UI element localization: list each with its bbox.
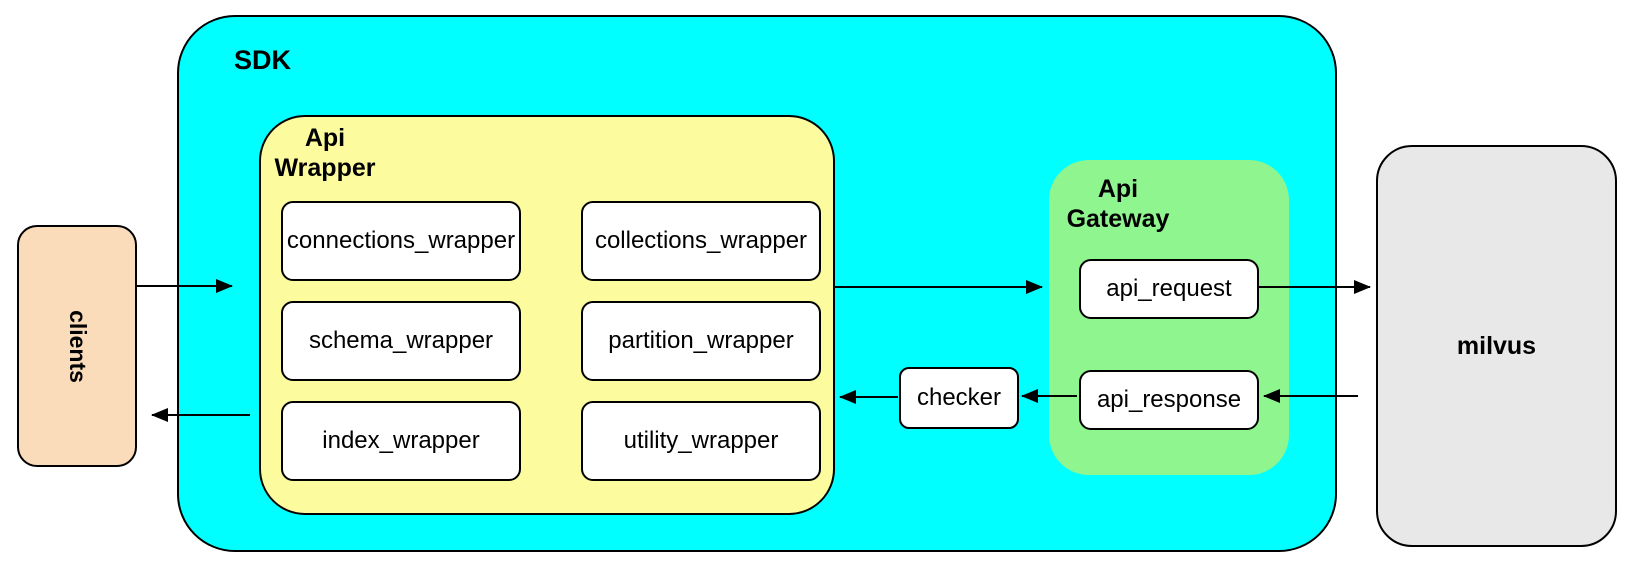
api-request-box: api_request <box>1079 259 1259 319</box>
module-label: connections_wrapper <box>286 227 516 254</box>
module-box-collections-wrapper: collections_wrapper <box>581 201 821 281</box>
module-label: schema_wrapper <box>308 327 494 354</box>
module-box-schema-wrapper: schema_wrapper <box>281 301 521 381</box>
module-label: index_wrapper <box>322 427 480 454</box>
module-box-connections-wrapper: connections_wrapper <box>281 201 521 281</box>
module-label: partition_wrapper <box>608 327 794 354</box>
api-request-label: api_request <box>1106 275 1232 302</box>
module-box-index-wrapper: index_wrapper <box>281 401 521 481</box>
api-wrapper-container: Api Wrapper connections_wrapper collecti… <box>259 115 835 515</box>
clients-label: clients <box>64 309 91 383</box>
api-gateway-label: Api Gateway <box>1066 175 1170 233</box>
api-gateway-container: Api Gateway api_request api_response <box>1049 160 1289 475</box>
module-box-partition-wrapper: partition_wrapper <box>581 301 821 381</box>
api-wrapper-label: Api Wrapper <box>274 124 376 182</box>
clients-box: clients <box>17 225 137 467</box>
checker-label: checker <box>916 384 1002 411</box>
api-response-label: api_response <box>1096 386 1242 413</box>
milvus-box: milvus <box>1376 145 1617 547</box>
checker-box: checker <box>899 367 1019 429</box>
milvus-label: milvus <box>1456 331 1537 360</box>
sdk-label: SDK <box>234 45 292 75</box>
api-response-box: api_response <box>1079 370 1259 430</box>
module-label: utility_wrapper <box>623 427 779 454</box>
module-label: collections_wrapper <box>594 227 808 254</box>
sdk-container: SDK Api Wrapper connections_wrapper coll… <box>177 15 1337 552</box>
module-box-utility-wrapper: utility_wrapper <box>581 401 821 481</box>
